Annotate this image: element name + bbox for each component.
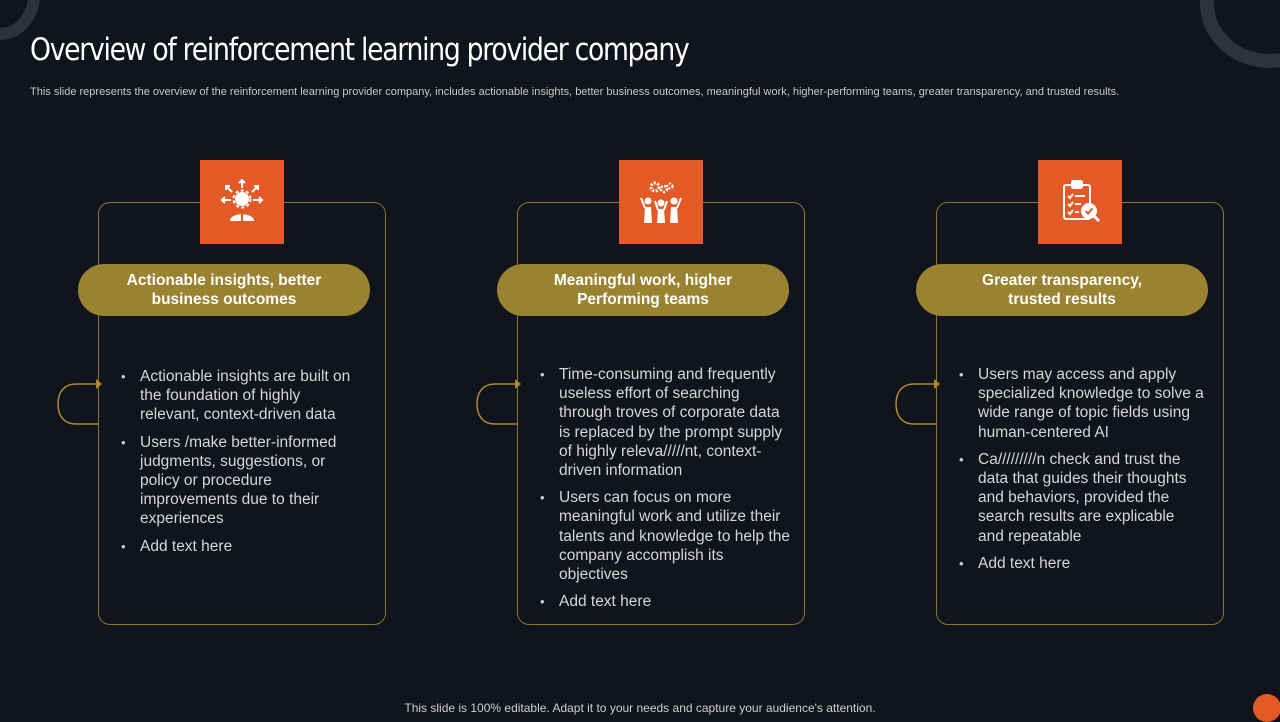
card-3-heading-pill: Greater transparency, trusted results xyxy=(916,264,1208,316)
insights-person-icon xyxy=(220,178,264,221)
card-1-bullet-list: Actionable insights are built on the fou… xyxy=(121,367,361,564)
list-item: Add text here xyxy=(121,537,361,556)
list-item: Ca/////////n check and trust the data th… xyxy=(959,450,1204,546)
list-item: Add text here xyxy=(959,554,1204,573)
curved-arrow-icon xyxy=(895,379,940,425)
card-2-heading-line-2: Performing teams xyxy=(577,291,709,308)
card-1-heading-pill: Actionable insights, better business out… xyxy=(78,264,370,316)
page-title: Overview of reinforcement learning provi… xyxy=(30,32,690,68)
card-2-bullet-list: Time-consuming and frequently useless ef… xyxy=(540,365,790,619)
card-3-heading-line-2: trusted results xyxy=(1008,291,1116,308)
curved-arrow-icon xyxy=(476,379,521,425)
decorative-orange-dot xyxy=(1253,694,1280,722)
page-subtitle: This slide represents the overview of th… xyxy=(30,86,1120,98)
card-1-heading-line-1: Actionable insights, better xyxy=(126,272,322,289)
list-item: Users may access and apply specialized k… xyxy=(959,365,1204,442)
clipboard-check-icon xyxy=(1063,180,1101,223)
card-3-bullet-list: Users may access and apply specialized k… xyxy=(959,365,1204,581)
decorative-ring-top-right xyxy=(1200,0,1280,68)
card-1-heading-line-2: business outcomes xyxy=(151,291,297,308)
card-2-icon-box xyxy=(619,160,703,244)
card-3-icon-box xyxy=(1038,160,1122,244)
footer-note: This slide is 100% editable. Adapt it to… xyxy=(404,701,876,715)
list-item: Actionable insights are built on the fou… xyxy=(121,367,361,425)
list-item: Users can focus on more meaningful work … xyxy=(540,488,790,584)
curved-arrow-icon xyxy=(57,379,102,425)
card-2-heading-line-1: Meaningful work, higher xyxy=(553,272,733,289)
list-item: Users /make better-informed judgments, s… xyxy=(121,433,361,529)
card-1-icon-box xyxy=(200,160,284,244)
card-2-heading-pill: Meaningful work, higher Performing teams xyxy=(497,264,789,316)
list-item: Time-consuming and frequently useless ef… xyxy=(540,365,790,480)
team-gears-icon xyxy=(640,181,682,223)
card-3-heading-line-1: Greater transparency, xyxy=(982,272,1142,289)
list-item: Add text here xyxy=(540,592,790,611)
